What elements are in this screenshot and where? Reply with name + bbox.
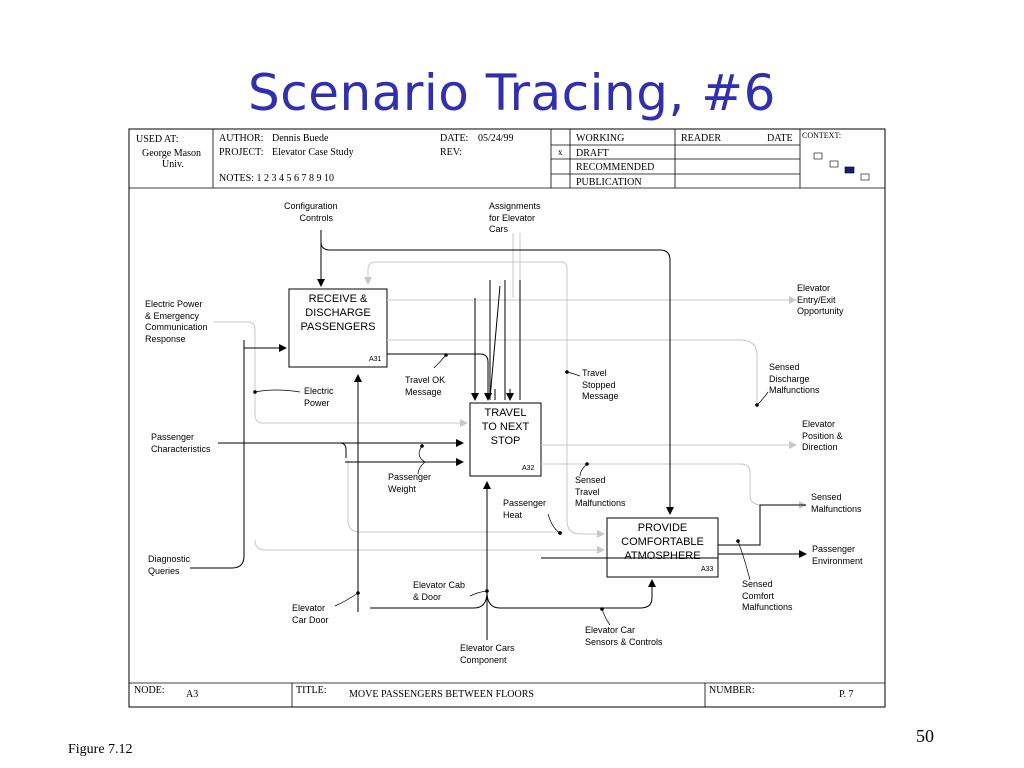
reader-label: READER <box>681 133 721 144</box>
box-a33-number: A33 <box>701 566 714 573</box>
status-draft: DRAFT <box>576 148 609 159</box>
node-value: A3 <box>186 689 199 700</box>
diagram-frame <box>128 128 886 708</box>
used-at-label: USED AT: <box>136 134 179 145</box>
label-squiggles <box>254 354 769 626</box>
node-label: NODE: <box>134 685 165 696</box>
header-grid <box>129 129 885 189</box>
author-value: Dennis Buede <box>272 133 329 144</box>
page-number: 50 <box>916 726 934 746</box>
date-label: DATE: <box>440 133 469 144</box>
title-label: TITLE: <box>296 685 327 696</box>
activity-box-a32[interactable] <box>469 402 542 477</box>
reader-date-label: DATE <box>767 133 793 144</box>
page-value: P. 7 <box>839 689 854 700</box>
author-label: AUTHOR: <box>219 133 264 144</box>
date-value: 05/24/99 <box>478 133 514 144</box>
context-icon <box>813 152 870 181</box>
status-publication: PUBLICATION <box>576 177 642 188</box>
status-recommended: RECOMMENDED <box>576 162 655 173</box>
footer-grid <box>129 682 885 707</box>
used-at-value-line2: Univ. <box>162 159 184 170</box>
box-a31-number: A31 <box>369 356 382 363</box>
activity-box-a31[interactable] <box>288 288 388 368</box>
activity-box-a33[interactable] <box>606 517 719 578</box>
label-elevator-cab-door: Elevator Cab& Door <box>413 580 466 602</box>
project-value: Elevator Case Study <box>272 147 354 158</box>
project-label: PROJECT: <box>219 147 264 158</box>
flow-arrows <box>190 230 806 640</box>
figure-caption: Figure 7.12 <box>68 742 133 757</box>
status-working: WORKING <box>576 133 625 144</box>
title-value: MOVE PASSENGERS BETWEEN FLOORS <box>349 689 534 700</box>
context-label: CONTEXT: <box>802 131 842 140</box>
traced-arrows <box>214 233 807 554</box>
slide-title: Scenario Tracing, #6 <box>248 64 776 122</box>
notes-text: NOTES: 1 2 3 4 5 6 7 8 9 10 <box>219 173 334 184</box>
status-mark: x <box>558 147 563 157</box>
number-label: NUMBER: <box>709 685 755 696</box>
used-at-value-line1: George Mason <box>142 148 201 159</box>
box-a32-number: A32 <box>522 465 535 472</box>
rev-label: REV: <box>440 147 463 158</box>
